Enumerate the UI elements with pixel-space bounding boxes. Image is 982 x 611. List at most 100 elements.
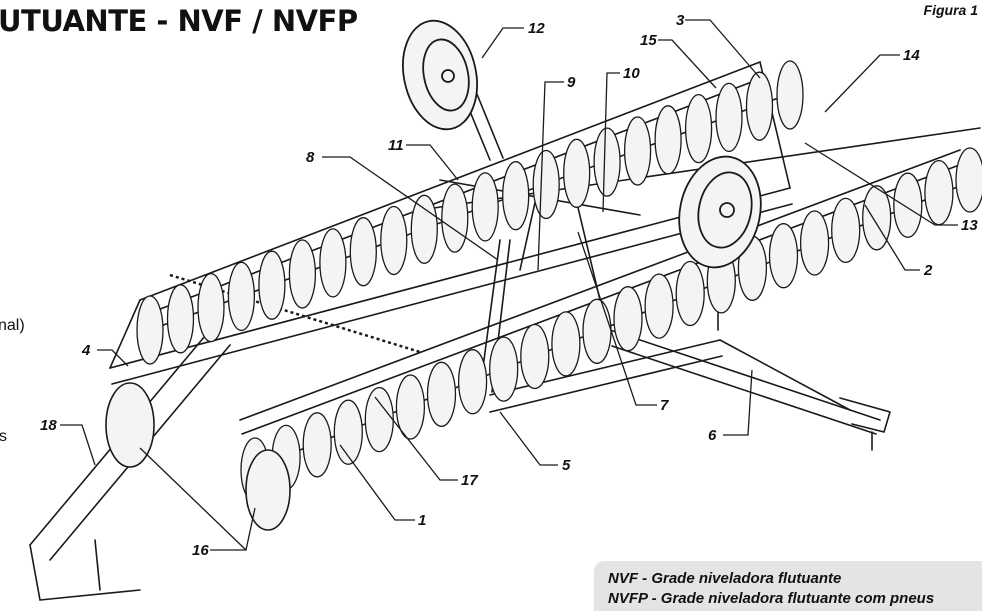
front-gang-disc (333, 399, 363, 465)
rear-gang-disc (593, 127, 621, 197)
callout-14: 14 (903, 47, 920, 64)
front-gang-disc (893, 172, 923, 238)
leader-9 (537, 81, 564, 271)
hitch-bracket (839, 397, 891, 433)
front-gang-disc (831, 197, 861, 264)
frame-beam-mid (239, 149, 961, 421)
left-hitch-leg-2 (94, 539, 101, 591)
leader-16a (210, 507, 256, 551)
legend-nvf: NVF - Grade niveladora flutuante (608, 570, 842, 587)
front-gang-disc (644, 273, 674, 339)
front-gang-disc (768, 223, 799, 289)
rear-gang-disc (136, 295, 164, 365)
rear-gang-disc (288, 239, 317, 309)
rear-gang-disc (349, 217, 377, 287)
rear-gang-disc (227, 261, 256, 332)
callout-1: 1 (418, 512, 426, 529)
leader-17 (374, 396, 458, 481)
front-gang-disc (302, 412, 332, 478)
callout-leaders (60, 19, 958, 551)
leader-1 (339, 444, 415, 521)
front-gang-disc (675, 260, 705, 327)
leader-14 (824, 54, 900, 113)
front-gang-disc (426, 361, 457, 427)
leader-5 (499, 411, 558, 466)
drawbar (609, 329, 881, 421)
callout-13: 13 (961, 217, 978, 234)
rear-gang-disc (258, 250, 286, 320)
front-gang-disc (489, 336, 519, 402)
callout-16: 16 (192, 542, 209, 559)
leader-12 (481, 27, 524, 59)
leader-11 (406, 144, 459, 181)
leader-13 (804, 142, 958, 226)
rear-gang-disc (654, 105, 682, 175)
rear-gang-disc (532, 149, 560, 220)
callout-15: 15 (640, 32, 657, 49)
disc-gangs (105, 60, 982, 531)
front-gang-disc (955, 147, 982, 213)
rear-gang-disc (380, 205, 408, 276)
front-gang-disc (520, 323, 550, 390)
callout-8: 8 (306, 149, 315, 166)
callout-9: 9 (567, 74, 576, 91)
rear-gang-disc (715, 82, 743, 153)
frame-end-left (109, 299, 141, 369)
cylinder-2 (574, 194, 601, 301)
leader-7 (577, 231, 657, 406)
rear-gang-disc (563, 138, 591, 208)
leveling-chain (169, 273, 421, 354)
front-gang-disc (551, 311, 581, 377)
leader-2 (864, 204, 920, 271)
callout-5: 5 (562, 457, 571, 474)
front-gang-disc (862, 185, 892, 251)
left-text-fragment-2: s (0, 428, 7, 445)
frame-beam-front-lower (111, 203, 793, 385)
page-title: UTUANTE - NVF / NVFP (0, 4, 358, 38)
rear-gang-disc (502, 161, 530, 231)
rear-gang-disc (776, 60, 804, 130)
rear-gang-disc (319, 228, 347, 298)
rear-gang-disc (197, 272, 225, 343)
callout-17: 17 (461, 472, 478, 489)
leader-15 (658, 39, 717, 89)
transport-tyre-rear (402, 19, 478, 131)
legend-nvfp: NVFP - Grade niveladora flutuante com pn… (608, 590, 935, 607)
rear-gang-disc (623, 116, 652, 186)
rear-gang-disc (410, 194, 438, 264)
callout-11: 11 (388, 137, 404, 154)
front-gang-disc (799, 210, 830, 276)
callout-6: 6 (708, 427, 717, 444)
left-text-fragment-1: nal) (0, 317, 25, 334)
callout-2: 2 (923, 262, 933, 279)
callout-7: 7 (660, 397, 669, 414)
rear-gang-disc (166, 284, 195, 354)
support-arm-lower (489, 355, 723, 413)
leader-8 (322, 156, 499, 261)
leader-10 (602, 72, 620, 213)
figure-label: Figura 1 (923, 2, 978, 18)
leader-6 (723, 369, 753, 436)
hitch-tongue (719, 339, 851, 411)
callout-18: 18 (40, 417, 57, 434)
frame-beam-front (109, 187, 791, 369)
leader-3 (685, 19, 761, 79)
front-gang-disc (582, 298, 612, 364)
left-hitch-leg-1 (29, 544, 41, 601)
front-gang-disc (613, 286, 643, 352)
drawbar-lower (611, 345, 877, 435)
front-gang-disc (924, 159, 954, 226)
model-legend: NVF - Grade niveladora flutuante NVFP - … (594, 561, 982, 611)
leader-16b (139, 447, 247, 551)
callout-4: 4 (81, 342, 91, 359)
front-gang-disc (457, 349, 488, 415)
left-hitch-base (39, 589, 141, 601)
rear-gang-disc (745, 71, 774, 141)
end-disc-front (245, 449, 291, 531)
callout-3: 3 (676, 12, 685, 29)
callout-12: 12 (528, 20, 545, 37)
callout-numbers: 1 2 3 4 5 6 7 8 9 10 11 12 13 14 15 16 1… (40, 12, 978, 559)
callout-10: 10 (623, 65, 640, 82)
front-gang-disc (395, 374, 426, 440)
